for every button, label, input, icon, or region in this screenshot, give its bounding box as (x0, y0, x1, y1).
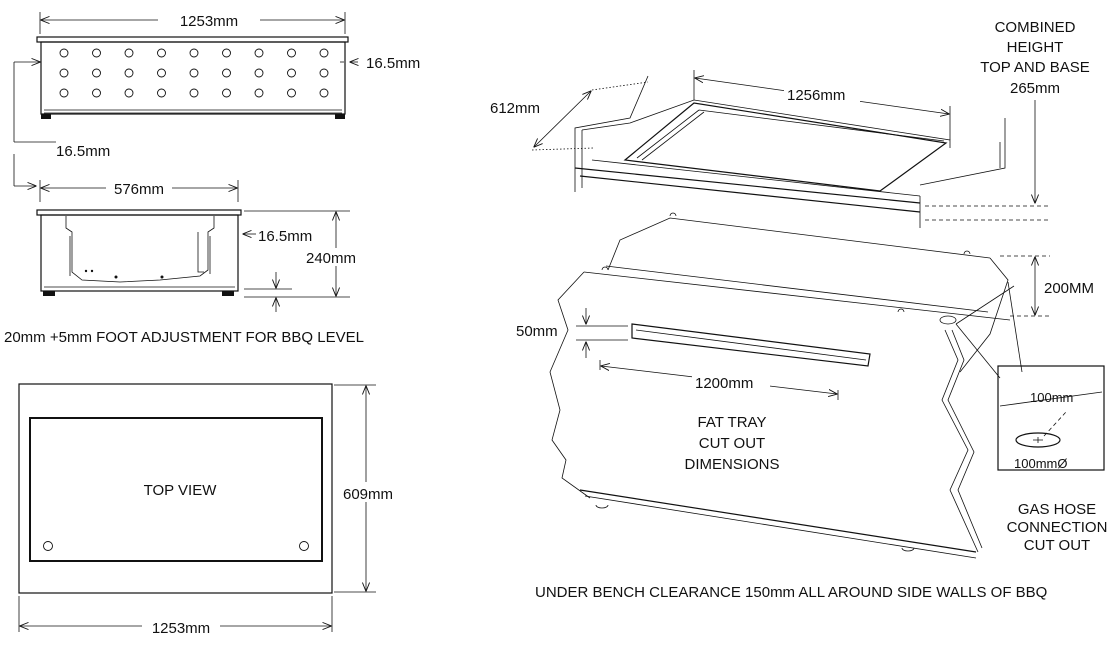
side-top-lid (36, 209, 242, 216)
isometric-view: 612mm 1256mm COMBINED HEIGHT TOP AND BAS… (490, 19, 1107, 601)
vent-hole (319, 68, 329, 78)
gas-hole-detail (1015, 432, 1061, 448)
vent-hole (59, 48, 69, 58)
iso-base (549, 212, 1023, 559)
gas-hose-line2: CONNECTION (1007, 519, 1108, 536)
combined-height-line3: TOP AND BASE (980, 59, 1090, 76)
vent-hole (222, 68, 231, 78)
iso-length-label: 1256mm (787, 87, 845, 104)
top-view-outline (18, 383, 333, 594)
fat-tray-line1: FAT TRAY (698, 414, 767, 431)
top-view-title: TOP VIEW (144, 482, 218, 499)
vent-hole (254, 48, 264, 58)
iso-base-height-label: 200MM (1044, 280, 1094, 297)
vent-hole (124, 88, 134, 98)
fat-tray-line2: CUT OUT (699, 435, 765, 452)
vent-hole (222, 88, 231, 98)
side-wall-label: 16.5mm (258, 228, 312, 245)
gas-hose-detail-box (997, 365, 1105, 471)
front-view: 1253mm 16.5mm 16.5mm (13, 12, 420, 186)
vent-hole (92, 88, 101, 98)
vent-hole (189, 88, 199, 98)
tray-slot-length-label: 1200mm (695, 375, 753, 392)
front-foot-right (335, 114, 345, 119)
side-height-label: 240mm (306, 250, 356, 267)
vent-hole (287, 48, 296, 58)
front-width-label: 1253mm (180, 13, 238, 30)
combined-height-line1: COMBINED (995, 19, 1076, 36)
clearance-note: UNDER BENCH CLEARANCE 150mm ALL AROUND S… (535, 584, 1047, 601)
gas-hose-line1: GAS HOSE (1018, 501, 1096, 518)
vent-holes (59, 48, 329, 98)
vent-hole (189, 48, 199, 58)
vent-hole (59, 68, 69, 78)
front-top-lid (36, 36, 349, 43)
vent-hole (189, 68, 199, 78)
gas-detail-offset-label: 100mm (1030, 390, 1073, 405)
gas-detail-diameter-label: 100mmØ (1014, 456, 1067, 471)
vent-hole (287, 88, 296, 98)
combined-height-line2: HEIGHT (1007, 39, 1064, 56)
vent-hole (319, 48, 329, 58)
iso-cooking-recess (623, 102, 948, 192)
top-width-label: 1253mm (152, 620, 210, 637)
side-view: 576mm 16.5mm 240mm 20mm +5mm FOOT ADJUST… (4, 180, 368, 346)
iso-depth-label: 612mm (490, 100, 540, 117)
combined-height-value: 265mm (1010, 80, 1060, 97)
front-body (40, 41, 346, 115)
side-foot-left (43, 291, 55, 296)
top-view-inner-panel (29, 417, 323, 562)
iso-lid (574, 75, 1006, 228)
vent-hole (59, 88, 69, 98)
tray-slot-height-label: 50mm (516, 323, 558, 340)
front-wall-label-right: 16.5mm (366, 55, 420, 72)
foot-adjustment-note: 20mm +5mm FOOT ADJUSTMENT FOR BBQ LEVEL (4, 329, 364, 346)
vent-hole (222, 48, 231, 58)
vent-hole (157, 68, 166, 78)
front-wall-label-left: 16.5mm (56, 143, 110, 160)
side-foot-right (222, 291, 234, 296)
side-body (40, 214, 239, 292)
front-foot-left (41, 114, 51, 119)
side-width-label: 576mm (114, 181, 164, 198)
vent-hole (124, 68, 134, 78)
top-depth-label: 609mm (343, 486, 393, 503)
fat-tray-slot (631, 323, 871, 367)
gas-hose-line3: CUT OUT (1024, 537, 1090, 554)
vent-hole (157, 88, 166, 98)
fat-tray-line3: DIMENSIONS (684, 456, 779, 473)
vent-hole (92, 48, 101, 58)
vent-hole (319, 88, 329, 98)
vent-hole (254, 68, 264, 78)
top-view: TOP VIEW 609mm 1253mm (18, 383, 410, 637)
vent-hole (92, 68, 101, 78)
gas-hose-hole (939, 315, 957, 325)
vent-hole (287, 68, 296, 78)
vent-hole (254, 88, 264, 98)
vent-hole (157, 48, 166, 58)
vent-hole (124, 48, 134, 58)
